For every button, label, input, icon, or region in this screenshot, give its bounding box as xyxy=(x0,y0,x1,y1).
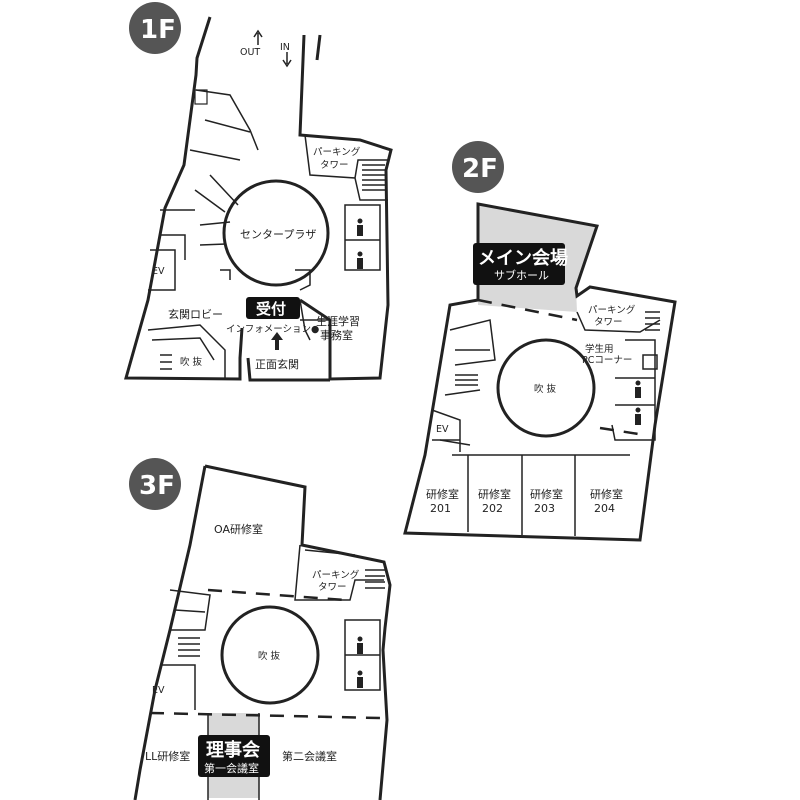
floor-1f-parking-label-1: パーキング xyxy=(313,146,361,158)
floor-1f-west-wall xyxy=(124,16,244,381)
room-204-name: 研修室 xyxy=(590,487,623,501)
main-hall-label: メイン会場 xyxy=(478,247,568,269)
floor-1f-parking-label-2: タワー xyxy=(320,160,349,171)
wheelchair-icon xyxy=(642,354,658,370)
room-201-name: 研修室 xyxy=(426,487,459,501)
floor-2f-east-walls xyxy=(576,311,661,441)
oa-room-label: OA研修室 xyxy=(214,522,263,536)
phone-icon xyxy=(194,89,208,105)
main-hall-badge xyxy=(473,243,565,285)
floor-3f-stairs-west xyxy=(178,637,200,657)
floor-3f-stairs-east xyxy=(365,569,385,589)
floor-1f-ev-label: EV xyxy=(152,266,165,277)
in-label: IN xyxy=(280,42,290,53)
meeting-1-label: 第一会議室 xyxy=(204,761,259,775)
floor-3f: 3F OA研修室 パーキング タワー 吹 抜 EV LL研修室 xyxy=(129,458,392,800)
room-201-number: 201 xyxy=(430,502,451,515)
floor-3f-west-wall xyxy=(133,465,207,800)
room-204-number: 204 xyxy=(594,502,615,515)
restroom-icon xyxy=(357,218,363,269)
in-arrow-icon xyxy=(282,52,292,68)
floor-2f-badge xyxy=(452,141,504,193)
restroom-icon xyxy=(635,380,641,425)
floor-1f-badge-label: 1F xyxy=(140,15,176,45)
floor-2f-stairs-east xyxy=(645,311,660,331)
floor-1f-entry-wall xyxy=(315,34,322,61)
out-arrow-icon xyxy=(253,29,263,45)
office-label-1: 生涯学習 xyxy=(316,314,360,328)
floor-1f-west-rooms xyxy=(148,209,195,291)
student-pc-label-2: PCコーナー xyxy=(582,355,632,366)
meeting-2-label: 第二会議室 xyxy=(282,749,337,763)
floor-3f-atrium-label: 吹 抜 xyxy=(258,650,281,662)
sub-hall-label: サブホール xyxy=(494,268,549,282)
room-202-name: 研修室 xyxy=(478,487,511,501)
floor-3f-restroom-walls xyxy=(344,619,381,691)
main-entrance-label: 正面玄関 xyxy=(255,357,299,371)
restroom-icon xyxy=(357,636,363,688)
floor-1f-badge xyxy=(129,2,181,54)
floor-3f-parking-label-1: パーキング xyxy=(312,569,360,581)
floor-3f-badge xyxy=(129,458,181,510)
floor-1f-parking-walls xyxy=(304,134,388,201)
center-plaza-label: センタープラザ xyxy=(240,228,316,241)
out-label: OUT xyxy=(240,47,260,58)
floor-2f-ev-label: EV xyxy=(436,424,449,435)
room-203-name: 研修室 xyxy=(530,487,563,501)
main-hall-boundary xyxy=(477,298,578,322)
floor-2f-west-walls xyxy=(439,319,496,446)
room-202-number: 202 xyxy=(482,502,503,515)
board-room-badge xyxy=(198,735,270,777)
floor-3f-atrium-circle xyxy=(220,605,320,705)
floor-1f-restroom-walls xyxy=(344,204,381,271)
floor-1f: 1F OUT IN xyxy=(124,2,393,382)
floor-3f-east-wall xyxy=(204,464,392,800)
floor-2f-atrium-circle xyxy=(496,338,596,438)
floor-1f-lobby-walls xyxy=(189,89,259,213)
floor-3f-west-walls xyxy=(160,589,211,710)
ll-room-label: LL研修室 xyxy=(145,749,190,763)
floor-3f-corridor-dash-south xyxy=(149,711,381,720)
floor-2f-corridor-dash xyxy=(599,426,646,437)
floor-2f-ev-walls xyxy=(431,409,461,452)
floor-1f-atrium-label: 吹 抜 xyxy=(180,356,203,368)
floor-1f-atrium-walls xyxy=(147,324,226,378)
reception-badge xyxy=(246,297,300,319)
office-label-2: 事務室 xyxy=(320,328,353,342)
floor-1f-stairs-south xyxy=(160,354,172,370)
information-label: インフォメーション● xyxy=(226,324,319,335)
floor-1f-stairs xyxy=(362,164,385,191)
reception-label: 受付 xyxy=(256,300,286,318)
floor-2f-badge-label: 2F xyxy=(462,154,498,184)
room-203-number: 203 xyxy=(534,502,555,515)
floor-1f-south-wall xyxy=(246,357,330,382)
student-pc-label-1: 学生用 xyxy=(585,343,614,355)
floor-1f-office-walls xyxy=(299,299,330,341)
floor-3f-parking-label-2: タワー xyxy=(318,582,347,593)
floor-2f-parking-label-2: タワー xyxy=(594,317,623,328)
floor-3f-badge-label: 3F xyxy=(139,471,175,501)
floor-2f: 2F メイン会場 サブホール パーキング タワー 学生用 xyxy=(403,141,677,542)
floor-2f-parking-label-1: パーキング xyxy=(588,304,636,316)
floor-2f-room-walls xyxy=(452,454,630,536)
floor-2f-stairs-west xyxy=(455,374,478,386)
floor-2f-atrium-label: 吹 抜 xyxy=(534,383,557,395)
floor-3f-parking-walls xyxy=(294,544,384,601)
floor-1f-east-wall xyxy=(298,34,393,381)
floor-1f-center-plaza-circle xyxy=(222,179,330,287)
board-room-label: 理事会 xyxy=(206,739,260,761)
floor-3f-ev-label: EV xyxy=(152,685,165,696)
entrance-arrow-head-icon xyxy=(271,332,283,340)
lobby-label: 玄関ロビー xyxy=(168,307,223,321)
floor-1f-plaza-walls xyxy=(199,221,311,291)
